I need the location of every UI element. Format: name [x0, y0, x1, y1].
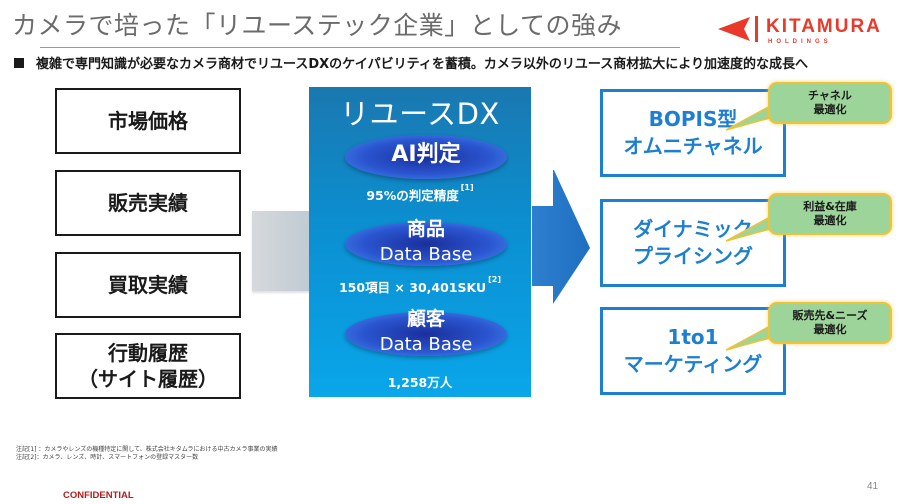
callout-box: チャネル 最適化 — [768, 82, 892, 124]
input-box-behavior-history: 行動履歴 （サイト履歴） — [55, 333, 241, 399]
output-line2: マーケティング — [623, 352, 763, 376]
callout-line2: 最適化 — [813, 214, 847, 227]
footnote-ref: [2] — [488, 275, 502, 284]
input-label: 買取実績 — [108, 273, 188, 297]
dx-note-ai: 95%の判定精度[1] — [309, 183, 531, 204]
footnote-1: 注記[1] ：カメラやレンズの機種特定に関して、株式会社キタムラにおける中古カメ… — [16, 446, 278, 453]
input-box-market-price: 市場価格 — [55, 88, 241, 154]
dx-oval-product-db: 商品 Data Base — [345, 218, 507, 266]
reuse-dx-panel: リユースDX AI判定 95%の判定精度[1] 商品 Data Base 150… — [309, 87, 531, 397]
footnote-2: 注記[2]：カメラ、レンズ、時計、スマートフォンの登録マスター数 — [16, 454, 199, 462]
oval-label-line2: Data Base — [379, 244, 473, 265]
input-label: 市場価格 — [108, 109, 188, 133]
output-line2: プライシング — [633, 244, 753, 268]
callout-tail — [726, 215, 771, 242]
square-bullet-icon — [14, 57, 24, 68]
title-divider — [40, 47, 680, 48]
dx-oval-customer-db: 顧客 Data Base — [345, 308, 507, 356]
input-box-sales-record: 販売実績 — [55, 170, 241, 236]
output-line1: 1to1 — [667, 325, 719, 349]
callout-line1: 販売先&ニーズ — [792, 308, 868, 322]
note-text: 150項目 × 30,401SKU — [338, 280, 487, 295]
logo-subtitle: HOLDINGS — [768, 39, 832, 45]
callout-tail — [726, 324, 771, 351]
logo-arrow-icon — [718, 16, 758, 42]
input-label-line1: 行動履歴 — [108, 341, 188, 365]
output-line1: BOPIS型 — [648, 107, 738, 131]
page-number: 41 — [867, 481, 879, 492]
dx-title: リユースDX — [340, 97, 500, 131]
dx-note-customer: 1,258万人 — [309, 372, 531, 391]
output-line2: オムニチャネル — [623, 134, 763, 158]
subtitle-text: 複雑で専門知識が必要なカメラ商材でリユースDXのケイパビリティを蓄積。カメラ以外… — [36, 57, 808, 72]
right-arrow-icon — [532, 170, 590, 304]
page-title: カメラで培った「リユーステック企業」としての強み — [12, 11, 623, 40]
output-box-1to1-marketing: 1to1 マーケティング — [600, 307, 786, 395]
input-label-line2: （サイト履歴） — [78, 367, 218, 391]
footnotes: 注記[1] ：カメラやレンズの機種特定に関して、株式会社キタムラにおける中古カメ… — [16, 446, 278, 462]
subtitle: 複雑で専門知識が必要なカメラ商材でリユースDXのケイパビリティを蓄積。カメラ以外… — [14, 53, 808, 72]
callout-box: 利益&在庫 最適化 — [768, 193, 892, 235]
input-label: 販売実績 — [108, 191, 188, 215]
company-logo: KITAMURA HOLDINGS — [716, 14, 886, 48]
input-box-purchase-record: 買取実績 — [55, 252, 241, 318]
oval-label-line1: 顧客 — [406, 308, 445, 330]
dx-oval-ai-judgement: AI判定 — [345, 135, 507, 179]
oval-label: AI判定 — [391, 142, 461, 167]
callout-box: 販売先&ニーズ 最適化 — [768, 302, 892, 344]
oval-label-line1: 商品 — [406, 218, 445, 240]
dx-note-product: 150項目 × 30,401SKU[2] — [309, 275, 531, 296]
logo-name: KITAMURA — [766, 16, 882, 37]
callout-line2: 最適化 — [813, 323, 847, 336]
callout-line1: チャネル — [808, 88, 852, 102]
note-text: 1,258万人 — [387, 375, 453, 390]
oval-label-line2: Data Base — [379, 334, 473, 355]
callout-line1: 利益&在庫 — [803, 199, 857, 213]
input-connector-band — [252, 211, 312, 291]
footnote-ref: [1] — [460, 183, 474, 192]
callout-tail — [726, 104, 771, 131]
callout-line2: 最適化 — [813, 103, 847, 116]
confidential-label: CONFIDENTIAL — [63, 490, 134, 501]
note-text: 95%の判定精度 — [366, 188, 459, 203]
output-box-bopis-omnichannel: BOPIS型 オムニチャネル — [600, 89, 786, 177]
